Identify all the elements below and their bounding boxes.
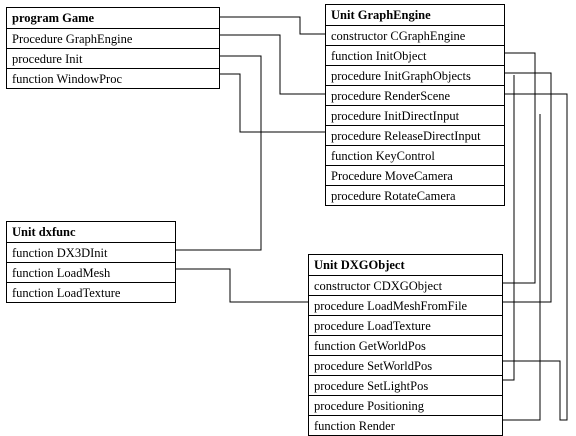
member-procedure-initdirectinput: procedure InitDirectInput: [326, 105, 504, 125]
member-constructor-cgraphengine: constructor CGraphEngine: [326, 25, 504, 45]
member-function-getworldpos: function GetWorldPos: [309, 335, 502, 355]
member-procedure-rotatecamera: procedure RotateCamera: [326, 185, 504, 205]
member-function-keycontrol: function KeyControl: [326, 145, 504, 165]
connector-init-to-dx3dinit: [176, 55, 262, 251]
connector-renderscene-to-render: [503, 114, 541, 421]
member-function-loadmesh: function LoadMesh: [7, 262, 175, 282]
member-function-windowproc: function WindowProc: [7, 68, 219, 88]
member-procedure-movecamera: Procedure MoveCamera: [326, 165, 504, 185]
member-procedure-initgraphobjects: procedure InitGraphObjects: [326, 65, 504, 85]
member-function-initobject: function InitObject: [326, 45, 504, 65]
member-procedure-loadmeshfromfile: procedure LoadMeshFromFile: [309, 295, 502, 315]
member-procedure-renderscene: procedure RenderScene: [326, 85, 504, 105]
connector-initgraphobjects-to-loadmeshfromfile: [503, 72, 552, 303]
member-constructor-cdxgobject: constructor CDXGObject: [309, 275, 502, 295]
connector-initobject-to-cdxgobject: [503, 52, 536, 284]
connector-initgraphobjects-to-setlightpos: [503, 75, 515, 381]
member-procedure-graphengine: Procedure GraphEngine: [7, 28, 219, 48]
connector-graphengine-call-to-renderscene: [220, 34, 325, 95]
member-procedure-releasedirectinput: procedure ReleaseDirectInput: [326, 125, 504, 145]
connector-game-to-graphengine: [220, 16, 325, 35]
member-procedure-setworldpos: procedure SetWorldPos: [309, 355, 502, 375]
module-title: program Game: [12, 11, 95, 25]
module-unit-graphengine: Unit GraphEngine constructor CGraphEngin…: [325, 4, 505, 206]
connector-renderscene-to-setworldpos: [503, 93, 568, 421]
member-function-dx3dinit: function DX3DInit: [7, 242, 175, 262]
module-title: Unit dxfunc: [12, 225, 76, 239]
member-function-loadtexture: function LoadTexture: [7, 282, 175, 302]
member-procedure-loadtexture: procedure LoadTexture: [309, 315, 502, 335]
module-program-game: program Game Procedure GraphEngine proce…: [6, 7, 220, 89]
module-unit-dxfunc: Unit dxfunc function DX3DInit function L…: [6, 221, 176, 303]
module-title: Unit GraphEngine: [331, 8, 431, 22]
module-unit-dxgobject: Unit DXGObject constructor CDXGObject pr…: [308, 254, 503, 436]
member-function-render: function Render: [309, 415, 502, 435]
module-title: Unit DXGObject: [314, 258, 405, 272]
member-procedure-positioning: procedure Positioning: [309, 395, 502, 415]
connector-windowproc-to-releasedirectinput: [220, 73, 325, 133]
member-procedure-init: procedure Init: [7, 48, 219, 68]
member-procedure-setlightpos: procedure SetLightPos: [309, 375, 502, 395]
connector-loadmesh-to-loadmeshfromfile: [176, 268, 308, 303]
